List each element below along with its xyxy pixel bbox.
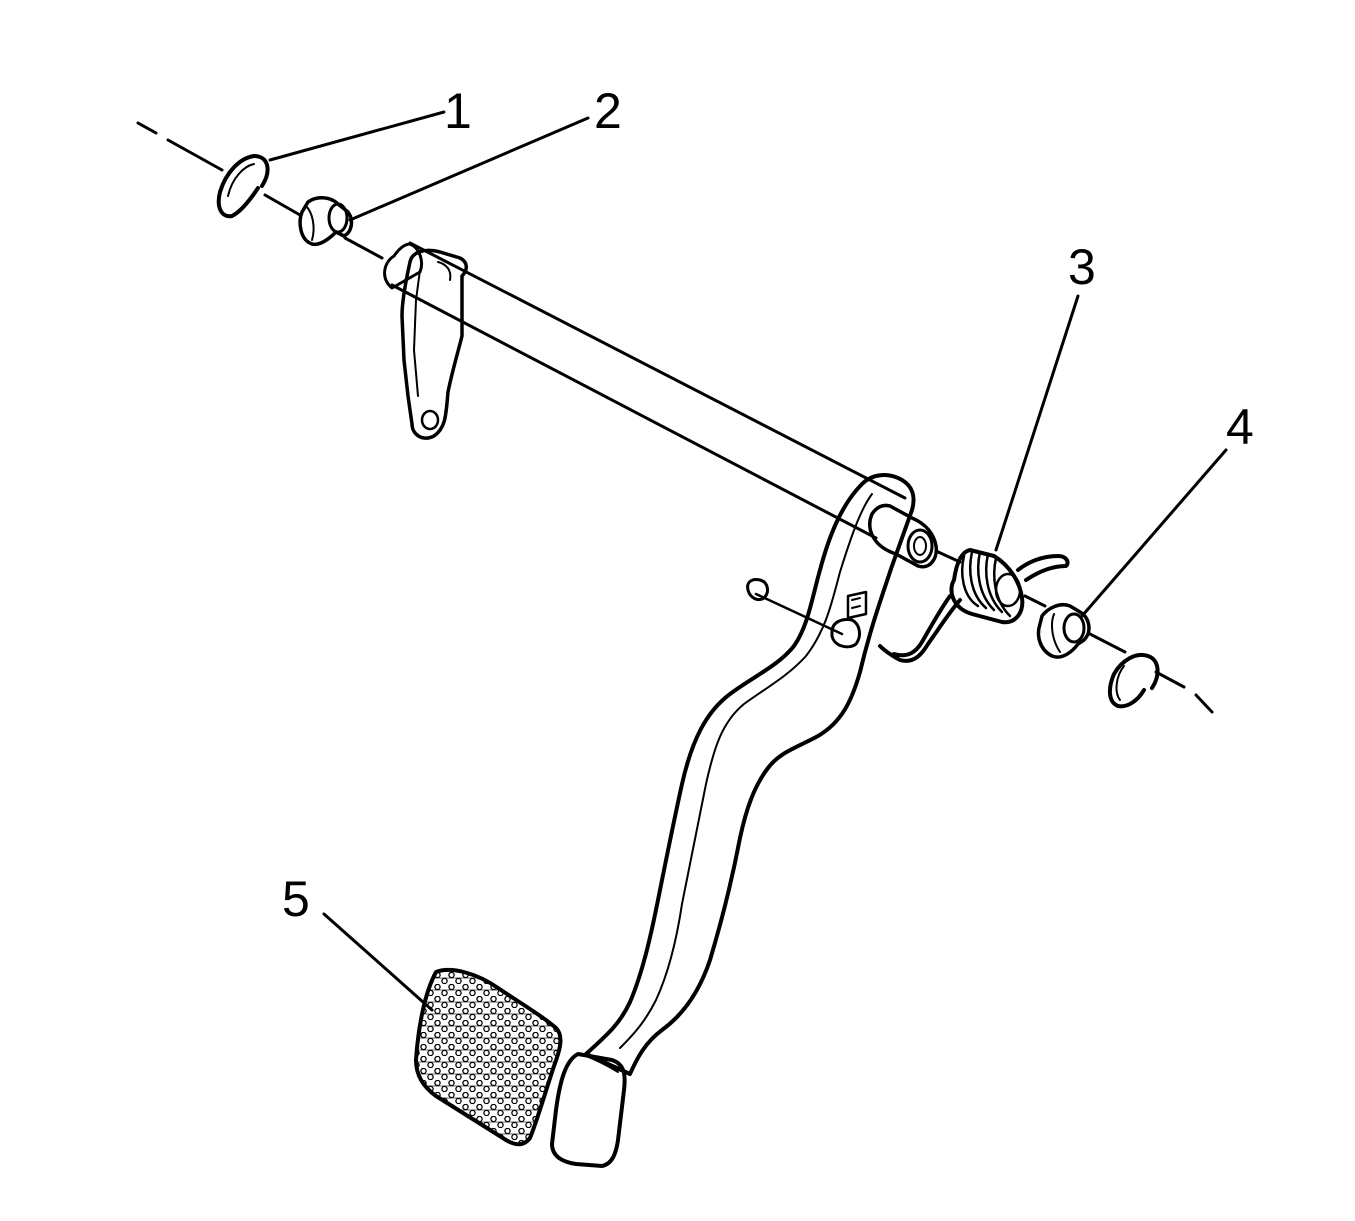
pedal-pad xyxy=(414,967,563,1147)
axis-centerline xyxy=(136,121,1214,714)
pedal-foot xyxy=(550,1052,627,1168)
retaining-ring-right xyxy=(1107,653,1160,709)
callout-2: 2 xyxy=(594,83,622,139)
retaining-ring-left xyxy=(216,154,270,219)
bushing-left xyxy=(298,196,354,247)
shaft-bracket xyxy=(400,248,468,440)
callout-3: 3 xyxy=(1068,239,1096,295)
bushing-right xyxy=(1036,603,1091,659)
pedal-arm xyxy=(584,473,916,1076)
leader-lines xyxy=(268,110,1228,1012)
callout-4: 4 xyxy=(1226,399,1254,455)
shaft-right-end xyxy=(868,503,939,569)
pivot-shaft xyxy=(383,241,907,540)
return-spring xyxy=(878,548,1070,663)
callout-1: 1 xyxy=(444,83,472,139)
callout-5: 5 xyxy=(282,871,310,927)
